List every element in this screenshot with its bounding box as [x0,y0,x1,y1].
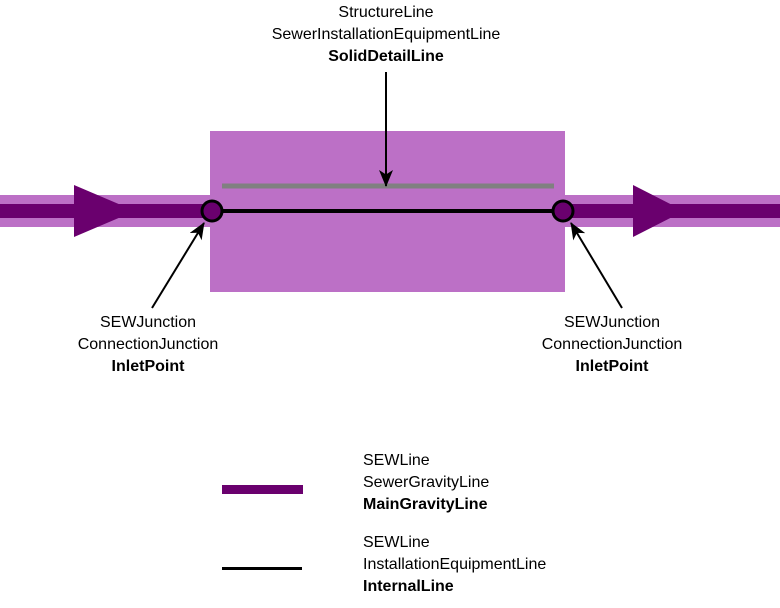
junction-left-label-line3: InletPoint [111,358,185,375]
structure-label-line1: StructureLine [338,4,434,21]
structure-label-line3: SolidDetailLine [328,48,444,65]
junction-right-label-line3: InletPoint [575,358,649,375]
flow-arrow-left-icon [74,185,135,237]
callout-arrow-left [151,222,205,309]
legend-label-main-gravity-line: SEWLine SewerGravityLine MainGravityLine [363,450,489,516]
legend-swatch-internal-line [222,567,302,570]
legend-gravity-line1: SEWLine [363,452,430,469]
legend-internal-line2: InstallationEquipmentLine [363,556,547,573]
junction-left-label-line2: ConnectionJunction [77,336,219,353]
junction-right-label-line1: SEWJunction [563,314,661,331]
structure-label-line2: SewerInstallationEquipmentLine [271,26,501,43]
legend-internal-line1: SEWLine [363,534,430,551]
legend-swatch-main-gravity-line [222,485,303,494]
inlet-junction-left [200,199,224,223]
inlet-junction-right [551,199,575,223]
callout-arrow-right [570,222,623,309]
flow-arrow-right-icon [633,185,684,237]
junction-right-label-line2: ConnectionJunction [541,336,683,353]
structure-label: StructureLine SewerInstallationEquipment… [186,2,586,68]
legend-gravity-line3: MainGravityLine [363,496,488,513]
junction-left-label-line1: SEWJunction [99,314,197,331]
legend-gravity-line2: SewerGravityLine [363,474,490,491]
legend-label-internal-line: SEWLine InstallationEquipmentLine Intern… [363,532,546,598]
legend-internal-line3: InternalLine [363,578,454,595]
junction-right-label: SEWJunction ConnectionJunction InletPoin… [487,312,737,378]
junction-left-label: SEWJunction ConnectionJunction InletPoin… [23,312,273,378]
